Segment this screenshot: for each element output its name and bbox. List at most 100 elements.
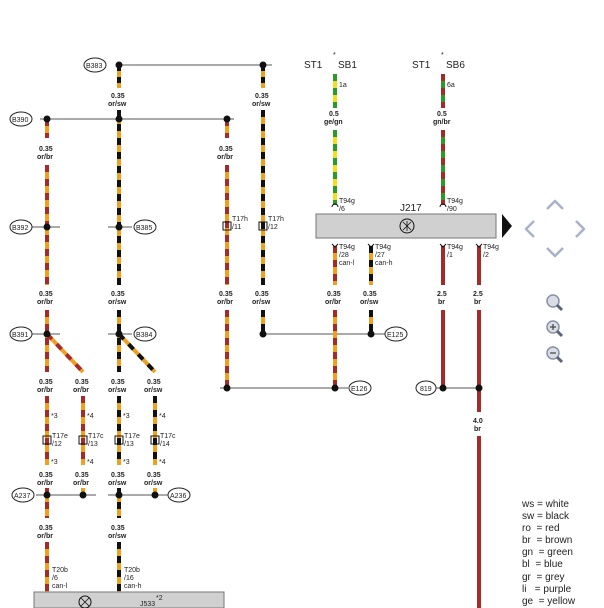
- svg-text:4.0: 4.0: [473, 418, 483, 425]
- connector-pins: [42, 203, 483, 445]
- svg-text:*4: *4: [159, 459, 166, 466]
- arrow-up-icon[interactable]: [546, 199, 564, 210]
- zoom-in-icon[interactable]: [546, 320, 564, 338]
- svg-text:or/sw: or/sw: [108, 299, 127, 306]
- svg-text:0.35: 0.35: [75, 472, 89, 479]
- svg-text:or/sw: or/sw: [252, 299, 271, 306]
- svg-text:br: br: [438, 299, 445, 306]
- svg-text:/14: /14: [160, 441, 170, 448]
- node-e126: E126: [351, 386, 367, 393]
- arrow-down-icon[interactable]: [546, 247, 564, 258]
- svg-text:or/br: or/br: [325, 299, 341, 306]
- node-a237: A237: [14, 493, 30, 500]
- node-b391: B391: [12, 332, 28, 339]
- svg-text:T17h: T17h: [232, 216, 248, 223]
- svg-text:0.35: 0.35: [363, 291, 377, 298]
- svg-text:T17e: T17e: [124, 433, 140, 440]
- svg-text:/12: /12: [268, 224, 278, 231]
- svg-text:T94g: T94g: [375, 244, 391, 251]
- svg-text:/2: /2: [483, 252, 489, 259]
- legend-item: ws = white: [522, 499, 569, 510]
- svg-text:/11: /11: [232, 224, 241, 231]
- svg-text:/90: /90: [447, 206, 457, 213]
- star-note-2: *: [441, 52, 444, 59]
- module-j533: [33, 591, 225, 608]
- svg-text:0.35: 0.35: [39, 379, 53, 386]
- svg-text:/13: /13: [88, 441, 98, 448]
- svg-text:0.35: 0.35: [327, 291, 341, 298]
- module-j217: [315, 213, 497, 239]
- node-b392: B392: [12, 225, 28, 232]
- ground-symbol-j217: [399, 218, 415, 234]
- svg-text:T94g: T94g: [447, 198, 463, 205]
- legend-item: gn = green: [522, 547, 573, 559]
- svg-text:0.35: 0.35: [219, 291, 233, 298]
- svg-text:*3: *3: [123, 413, 130, 420]
- svg-text:2.5: 2.5: [437, 291, 447, 298]
- zoom-icon[interactable]: [546, 294, 564, 312]
- node-a236: A236: [170, 493, 186, 500]
- node-b385: B385: [136, 225, 152, 232]
- st1-right-label: ST1: [412, 60, 431, 71]
- star-note-1: *: [333, 52, 336, 59]
- fuse-6a: 6a: [447, 82, 455, 89]
- svg-text:T94g: T94g: [447, 244, 463, 251]
- navigation-controls: [524, 199, 586, 364]
- svg-text:T94g: T94g: [483, 244, 499, 251]
- svg-text:0.35: 0.35: [39, 291, 53, 298]
- node-819: 819: [420, 386, 432, 393]
- svg-text:T94g: T94g: [339, 198, 355, 205]
- svg-text:/13: /13: [124, 441, 134, 448]
- svg-text:or/br: or/br: [37, 533, 53, 540]
- svg-text:or/br: or/br: [37, 480, 53, 487]
- arrow-right-icon[interactable]: [575, 220, 586, 238]
- svg-text:can-h: can-h: [375, 260, 393, 267]
- legend-item: gr = grey: [522, 571, 565, 583]
- legend-item: br = brown: [522, 535, 573, 547]
- wires-supply: [333, 74, 445, 205]
- svg-text:*3: *3: [51, 413, 58, 420]
- svg-text:or/sw: or/sw: [108, 387, 127, 394]
- node-b384: B384: [136, 332, 152, 339]
- svg-text:or/sw: or/sw: [144, 480, 163, 487]
- svg-text:/28: /28: [339, 252, 349, 259]
- svg-text:T17c: T17c: [88, 433, 104, 440]
- legend-item: li = purple: [522, 583, 572, 595]
- sb6-label: SB6: [446, 60, 465, 71]
- j533-note: *2: [156, 595, 163, 602]
- zoom-out-icon[interactable]: [546, 346, 564, 364]
- j533-label: J533: [140, 601, 155, 608]
- svg-text:*3: *3: [123, 459, 130, 466]
- svg-text:0.35: 0.35: [147, 472, 161, 479]
- node-circles: [9, 57, 437, 503]
- svg-text:or/sw: or/sw: [144, 387, 163, 394]
- svg-text:or/sw: or/sw: [108, 480, 127, 487]
- legend-item: sw = black: [522, 511, 569, 523]
- wires-orbr: [45, 119, 337, 592]
- svg-text:0.35: 0.35: [255, 291, 269, 298]
- svg-text:0.35: 0.35: [39, 146, 53, 153]
- svg-text:0.35: 0.35: [75, 379, 89, 386]
- svg-text:0.35: 0.35: [219, 146, 233, 153]
- svg-text:or/br: or/br: [37, 154, 53, 161]
- svg-text:*4: *4: [87, 459, 94, 466]
- ground-symbol-j533: [78, 595, 92, 608]
- svg-text:T20b: T20b: [52, 567, 68, 574]
- junction-dots: [43, 61, 483, 499]
- arrow-left-icon[interactable]: [524, 220, 535, 238]
- legend-item: ro = red: [522, 523, 560, 535]
- sb1-label: SB1: [338, 60, 357, 71]
- svg-text:0.35: 0.35: [111, 93, 125, 100]
- svg-text:/6: /6: [339, 206, 345, 213]
- connector-labels: T17h /11 T17h /12 T94g /6 T94g /90 T94g …: [51, 198, 499, 590]
- svg-text:2.5: 2.5: [473, 291, 483, 298]
- node-b383: B383: [86, 63, 102, 70]
- svg-text:0.35: 0.35: [39, 525, 53, 532]
- st1-left-label: ST1: [304, 60, 323, 71]
- svg-text:0.35: 0.35: [111, 525, 125, 532]
- fuse-1a: 1a: [339, 82, 347, 89]
- svg-text:br: br: [474, 426, 481, 433]
- svg-text:0.35: 0.35: [111, 472, 125, 479]
